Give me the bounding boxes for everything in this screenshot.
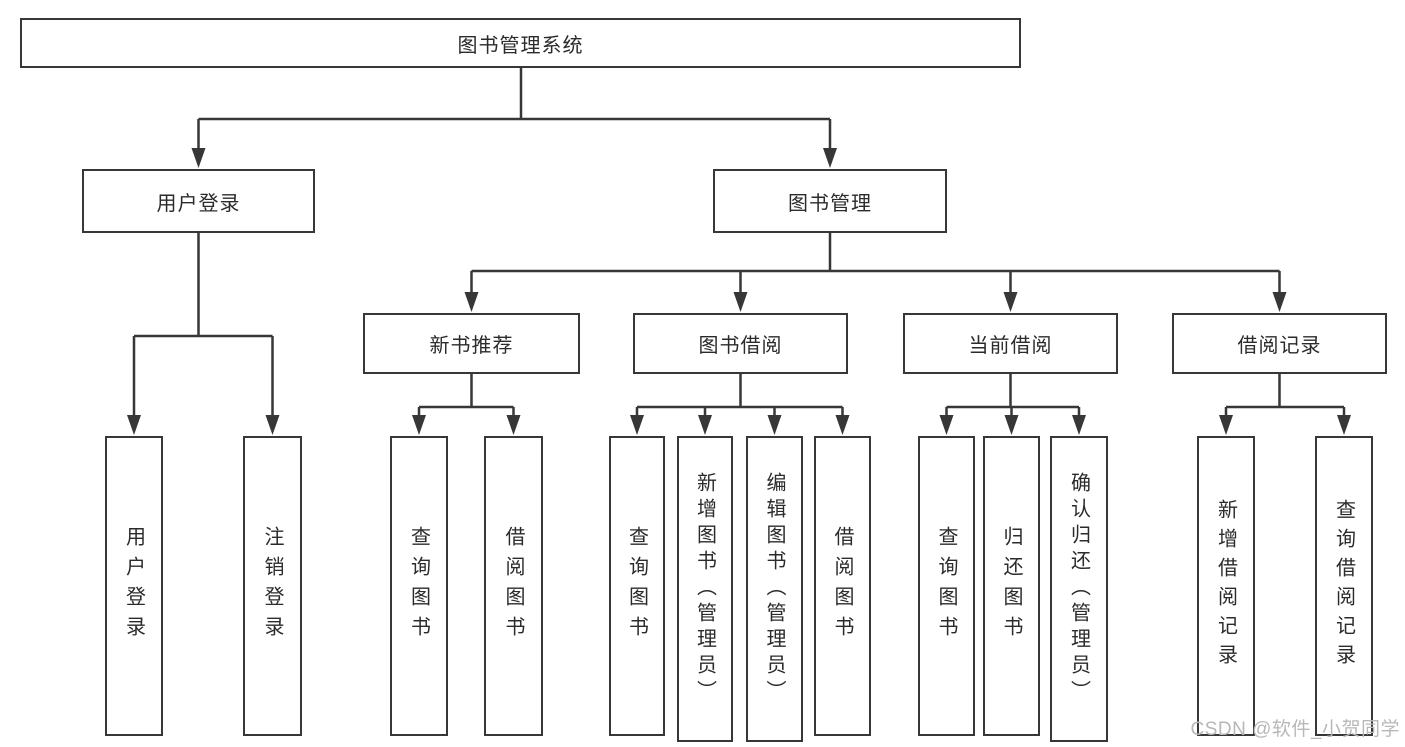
leaf-query-borrow-record: 查询借阅记录 — [1315, 436, 1373, 736]
leaf-return-book: 归还图书 — [983, 436, 1040, 736]
leaf-confirm-return-admin: 确认归还（管理员） — [1050, 436, 1108, 742]
node-library-management-system: 图书管理系统 — [20, 18, 1021, 68]
node-book-borrowing: 图书借阅 — [633, 313, 848, 374]
leaf-user-login: 用户登录 — [105, 436, 163, 736]
leaf-borrow-books-recommend: 借阅图书 — [484, 436, 543, 736]
node-book-management: 图书管理 — [713, 169, 947, 233]
node-borrowing-records: 借阅记录 — [1172, 313, 1387, 374]
leaf-query-books-borrowing: 查询图书 — [609, 436, 665, 736]
node-user-login: 用户登录 — [82, 169, 315, 233]
leaf-query-books-current: 查询图书 — [918, 436, 975, 736]
leaf-borrow-books-borrowing: 借阅图书 — [814, 436, 871, 736]
node-new-book-recommendation: 新书推荐 — [363, 313, 580, 374]
leaf-add-borrow-record: 新增借阅记录 — [1197, 436, 1255, 736]
node-current-borrowing: 当前借阅 — [903, 313, 1118, 374]
leaf-query-books-recommend: 查询图书 — [390, 436, 448, 736]
leaf-logout: 注销登录 — [243, 436, 302, 736]
leaf-add-book-admin: 新增图书（管理员） — [677, 436, 733, 742]
leaf-edit-book-admin: 编辑图书（管理员） — [746, 436, 803, 742]
watermark: CSDN @软件_小贺同学 — [1190, 719, 1400, 740]
